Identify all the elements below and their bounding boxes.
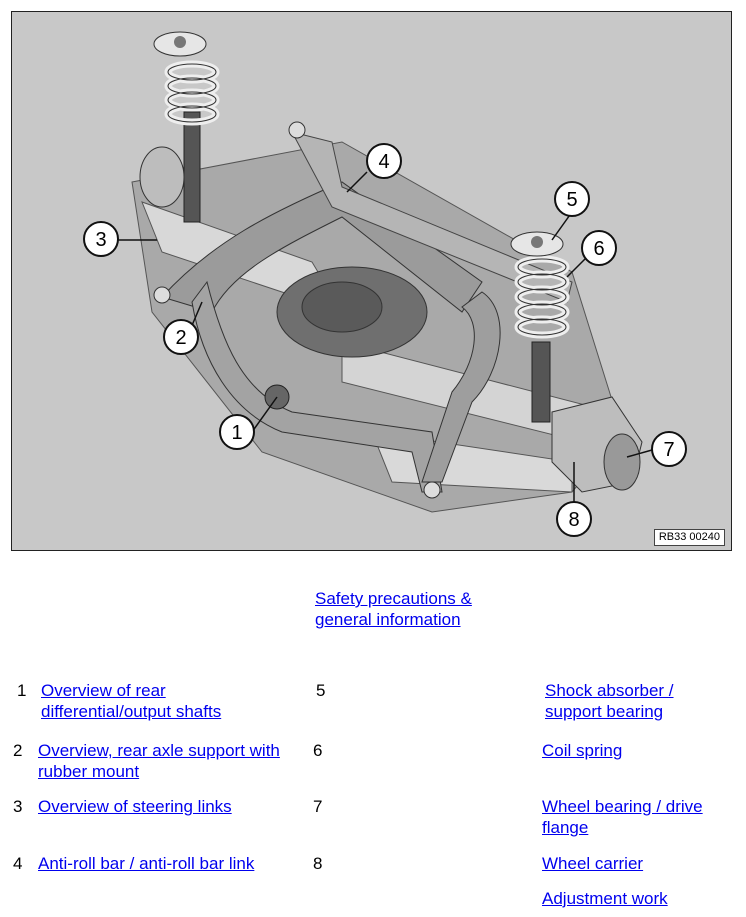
figure-reference-code: RB33 00240 (653, 529, 725, 546)
item-number-2: 2 (13, 741, 23, 760)
safety-precautions-link[interactable]: Safety precautions & general information (315, 589, 472, 629)
item-number-5: 5 (316, 681, 326, 700)
rear-axle-illustration: 1 2 3 4 5 6 7 8 RB33 00240 (11, 11, 732, 551)
item-number-4: 4 (13, 854, 23, 873)
wheel-bearing-link[interactable]: Wheel bearing / drive flange (542, 797, 703, 837)
item-number-8: 8 (313, 854, 323, 873)
callout-8: 8 (568, 509, 579, 531)
item-number-6: 6 (313, 741, 323, 760)
rear-axle-drawing: 1 2 3 4 5 6 7 8 (83, 31, 687, 537)
shock-absorber-link[interactable]: Shock absorber / support bearing (545, 681, 674, 721)
rear-differential-link[interactable]: Overview of rear differential/output sha… (41, 681, 222, 721)
callout-3: 3 (95, 229, 106, 251)
rear-axle-support-link[interactable]: Overview, rear axle support with rubber … (38, 741, 280, 781)
callout-4: 4 (378, 151, 389, 173)
item-number-1: 1 (17, 681, 27, 700)
coil-spring-link[interactable]: Coil spring (542, 741, 623, 760)
item-number-3: 3 (13, 797, 23, 816)
wheel-carrier-link[interactable]: Wheel carrier (542, 854, 644, 873)
steering-links-link[interactable]: Overview of steering links (38, 797, 232, 816)
callout-2: 2 (175, 327, 186, 349)
callout-1: 1 (231, 422, 242, 444)
item-number-7: 7 (313, 797, 323, 816)
adjustment-work-link[interactable]: Adjustment work (542, 889, 668, 908)
callout-6: 6 (593, 238, 604, 260)
callout-7: 7 (663, 439, 674, 461)
callout-5: 5 (566, 189, 577, 211)
anti-roll-bar-link[interactable]: Anti-roll bar / anti-roll bar link (38, 854, 255, 873)
